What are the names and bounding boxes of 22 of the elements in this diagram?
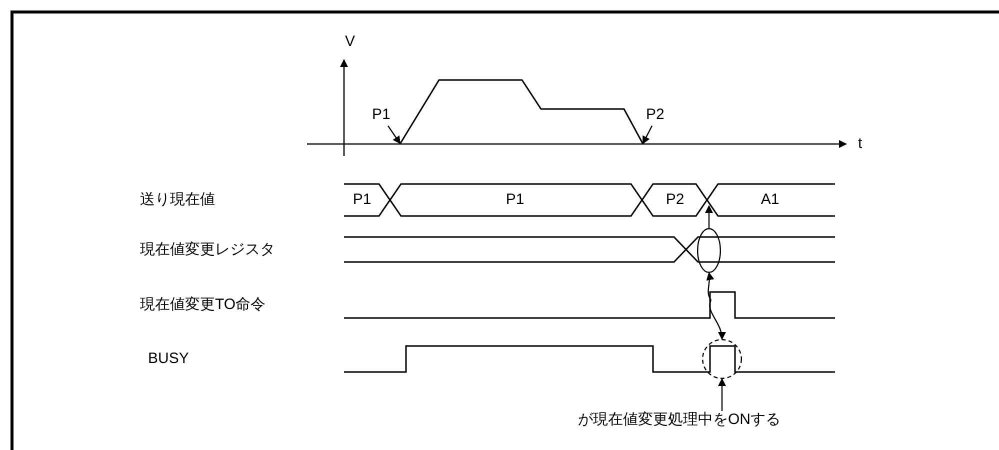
- point-label: P1: [372, 106, 392, 124]
- arrow: [706, 272, 714, 300]
- arrow: [705, 205, 713, 228]
- signal-name: BUSY: [148, 350, 189, 368]
- signal-value-label: P2: [666, 191, 684, 209]
- signal-name: 現在値変更レジスタ: [140, 241, 275, 259]
- signal-value-label: P1: [352, 191, 372, 209]
- highlight-ellipse: [697, 228, 721, 273]
- speed-profile: [400, 80, 643, 144]
- axis-label: V: [345, 33, 355, 51]
- note-text: が現在値変更処理中をONする: [578, 411, 818, 429]
- leader-arrow: [718, 378, 726, 411]
- signal-name: 現在値変更TO命令: [140, 296, 266, 314]
- signal-value-label: A1: [760, 191, 780, 209]
- highlight-circle: [702, 339, 742, 379]
- axis-label: t: [858, 135, 862, 153]
- signal-name: 送り現在値: [140, 191, 215, 209]
- point-label: P2: [646, 106, 666, 124]
- signal-value-label: P1: [506, 191, 524, 209]
- leader-arrow: [642, 126, 653, 144]
- arrow: [709, 300, 726, 340]
- leader-arrow: [388, 125, 401, 144]
